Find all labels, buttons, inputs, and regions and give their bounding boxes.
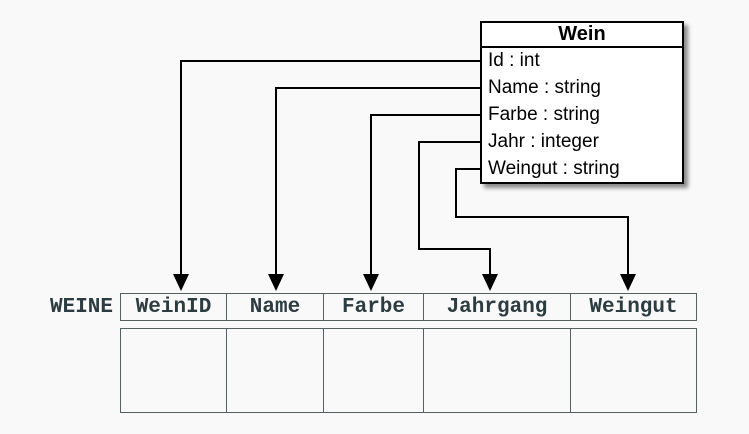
column-header-weinid: WeinID xyxy=(135,295,212,319)
table-cell-farbe xyxy=(323,329,423,412)
column-header-name: Name xyxy=(226,294,323,320)
table-header-row: WeinID Name Farbe Jahrgang Weingut xyxy=(120,293,697,321)
table-cell-jahrgang xyxy=(423,329,570,412)
column-header-weingut: Weingut xyxy=(570,294,696,320)
class-attribute-name: Name : string xyxy=(488,77,601,99)
class-title: Wein xyxy=(482,23,682,48)
table-name-label: WEINE xyxy=(49,295,113,319)
arrowhead-farbe xyxy=(363,274,379,291)
arrowhead-jahrgang xyxy=(482,274,498,291)
connector-weingut-weingut xyxy=(455,168,629,275)
uml-class-box-wein: Wein Id : int Name : string Farbe : stri… xyxy=(480,21,684,184)
class-attribute-farbe: Farbe : string xyxy=(488,103,600,125)
connector-farbe-farbe xyxy=(370,114,480,275)
arrowhead-name xyxy=(268,274,284,291)
class-attribute-id: Id : int xyxy=(488,50,540,72)
table-cell-weingut xyxy=(570,329,696,412)
table-cell-name xyxy=(226,329,323,412)
arrowhead-weinid xyxy=(173,274,189,291)
column-header-farbe: Farbe xyxy=(323,294,423,320)
connector-id-weinid xyxy=(180,60,480,275)
class-attribute-list: Id : int Name : string Farbe : string Ja… xyxy=(482,48,682,182)
table-body-row xyxy=(120,328,697,413)
arrowhead-weingut xyxy=(620,274,636,291)
class-attribute-weingut: Weingut : string xyxy=(488,157,620,179)
class-attribute-jahr: Jahr : integer xyxy=(488,130,599,152)
table-cell-weinid xyxy=(121,329,226,412)
connector-name-name xyxy=(275,87,480,275)
column-header-jahrgang: Jahrgang xyxy=(423,294,570,320)
connector-jahr-jahrgang xyxy=(418,141,491,275)
